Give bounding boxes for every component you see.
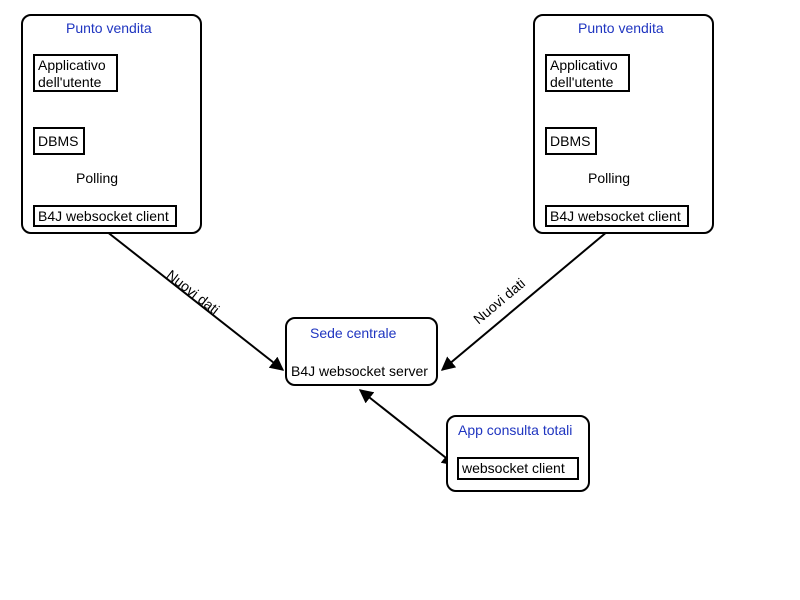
totals-ws-client-box: websocket client	[457, 457, 579, 480]
right-to-server-arrow	[440, 230, 609, 371]
right-polling-label: Polling	[588, 170, 631, 186]
left-store-title: Punto vendita	[66, 20, 152, 36]
left-polling-label: Polling	[76, 170, 119, 186]
left-dbms-box: DBMS	[33, 127, 85, 155]
left-store-group	[21, 14, 202, 234]
right-store-group	[533, 14, 714, 234]
ws-server-label: B4J websocket server	[291, 363, 428, 379]
headquarters-group	[285, 317, 438, 386]
left-to-server-arrow	[105, 230, 285, 371]
right-dbms-box: DBMS	[545, 127, 597, 155]
left-user-app-box: Applicativo dell'utente	[33, 54, 118, 92]
right-ws-client-box: B4J websocket client	[545, 205, 689, 227]
right-store-title: Punto vendita	[578, 20, 664, 36]
right-user-app-box: Applicativo dell'utente	[545, 54, 630, 92]
right-user-app-line1: Applicativo	[550, 57, 618, 73]
left-ws-client-box: B4J websocket client	[33, 205, 177, 227]
right-user-app-line2: dell'utente	[550, 74, 614, 90]
headquarters-title: Sede centrale	[310, 325, 397, 341]
left-user-app-line2: dell'utente	[38, 74, 102, 90]
totals-app-title: App consulta totali	[458, 422, 573, 438]
server-totals-arrow	[358, 389, 457, 466]
left-user-app-line1: Applicativo	[38, 57, 106, 73]
